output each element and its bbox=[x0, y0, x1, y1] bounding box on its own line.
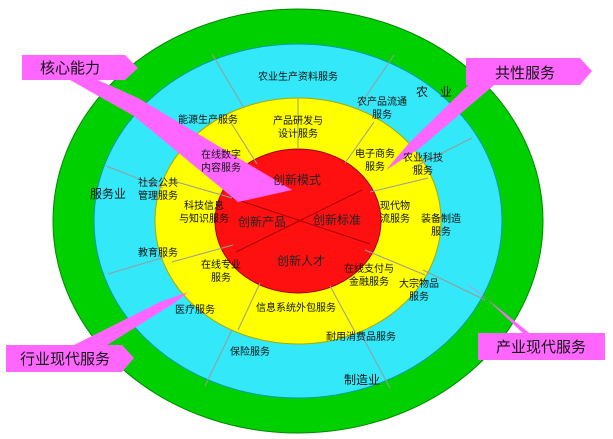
callout-pointer-core bbox=[70, 72, 292, 202]
core-label-innovation-talent: 创新人才 bbox=[277, 253, 325, 268]
middle-label-agri-circulation-line2: 服务 bbox=[372, 108, 392, 121]
inner-label-sci-info-line1: 科技信息 bbox=[184, 199, 224, 212]
callout-industry-service: 行业现代服务 bbox=[6, 345, 134, 372]
middle-label-equipment-mfg-line1: 装备制造 bbox=[421, 212, 461, 225]
callout-core-ability-label: 核心能力 bbox=[40, 59, 100, 77]
inner-label-product-rd-line2: 设计服务 bbox=[278, 127, 318, 140]
outer-label-service-industry: 服务业 bbox=[90, 186, 126, 201]
middle-label-durable-goods: 耐用消费品服务 bbox=[326, 330, 396, 343]
inner-label-online-digital-line2: 内容服务 bbox=[201, 161, 241, 174]
inner-label-modern-logistics-line1: 现代物 bbox=[380, 199, 410, 212]
middle-label-social-public-line2: 管理服务 bbox=[138, 189, 178, 202]
callout-common-service: 共性服务 bbox=[466, 58, 592, 85]
callout-industrial-service-label: 产业现代服务 bbox=[496, 338, 586, 356]
outer-label-agriculture: 农 业 bbox=[416, 85, 452, 99]
middle-label-bulk-goods-line2: 服务 bbox=[409, 290, 429, 303]
callout-core-ability: 核心能力 bbox=[22, 55, 138, 80]
inner-label-online-professional-line2: 服务 bbox=[211, 271, 231, 284]
inner-label-online-professional-line1: 在线专业 bbox=[201, 258, 241, 271]
inner-label-online-digital-line1: 在线数字 bbox=[201, 148, 241, 161]
callout-common-service-label: 共性服务 bbox=[495, 64, 555, 82]
middle-label-medical: 医疗服务 bbox=[175, 303, 215, 316]
core-dividers bbox=[231, 189, 371, 253]
callout-pointer-industry bbox=[60, 292, 188, 362]
core-label-innovation-product: 创新产品 bbox=[238, 214, 286, 229]
inner-label-modern-logistics-line2: 流服务 bbox=[380, 212, 410, 225]
callout-industrial-service: 产业现代服务 bbox=[478, 333, 605, 360]
middle-label-bulk-goods-line1: 大宗物品 bbox=[399, 277, 439, 290]
middle-label-agri-production: 农业生产资料服务 bbox=[258, 70, 338, 83]
inner-label-ecommerce-line2: 服务 bbox=[365, 160, 385, 173]
callout-industry-service-label: 行业现代服务 bbox=[20, 350, 110, 368]
callout-pointer-common bbox=[386, 68, 500, 170]
middle-label-agri-tech-line1: 农业科技 bbox=[403, 151, 443, 164]
middle-label-education: 教育服务 bbox=[138, 246, 178, 259]
middle-label-agri-circulation-line1: 农产品流通 bbox=[357, 95, 407, 108]
inner-label-product-rd-line1: 产品研发与 bbox=[273, 114, 323, 127]
middle-label-energy-production: 能源生产服务 bbox=[178, 113, 238, 126]
inner-ring-dividers bbox=[169, 98, 429, 333]
middle-ring-dividers bbox=[105, 53, 486, 389]
outer-label-manufacturing: 制造业 bbox=[344, 373, 380, 387]
core-label-innovation-standard: 创新标准 bbox=[313, 212, 361, 227]
middle-label-insurance: 保险服务 bbox=[230, 345, 270, 358]
inner-label-ecommerce-line1: 电子商务 bbox=[355, 147, 395, 160]
inner-label-it-outsourcing: 信息系统外包服务 bbox=[256, 301, 336, 314]
inner-label-sci-info-line2: 与知识服务 bbox=[179, 212, 229, 225]
core-label-innovation-model: 创新模式 bbox=[273, 172, 321, 187]
callout-pointer-industrial bbox=[464, 282, 548, 348]
inner-label-online-payment-line1: 在线支付与 bbox=[344, 262, 394, 275]
inner-label-online-payment-line2: 金融服务 bbox=[349, 275, 389, 288]
middle-label-equipment-mfg-line2: 服务 bbox=[431, 225, 451, 238]
middle-label-social-public-line1: 社会公共 bbox=[138, 176, 178, 189]
middle-label-agri-tech-line2: 服务 bbox=[413, 164, 433, 177]
